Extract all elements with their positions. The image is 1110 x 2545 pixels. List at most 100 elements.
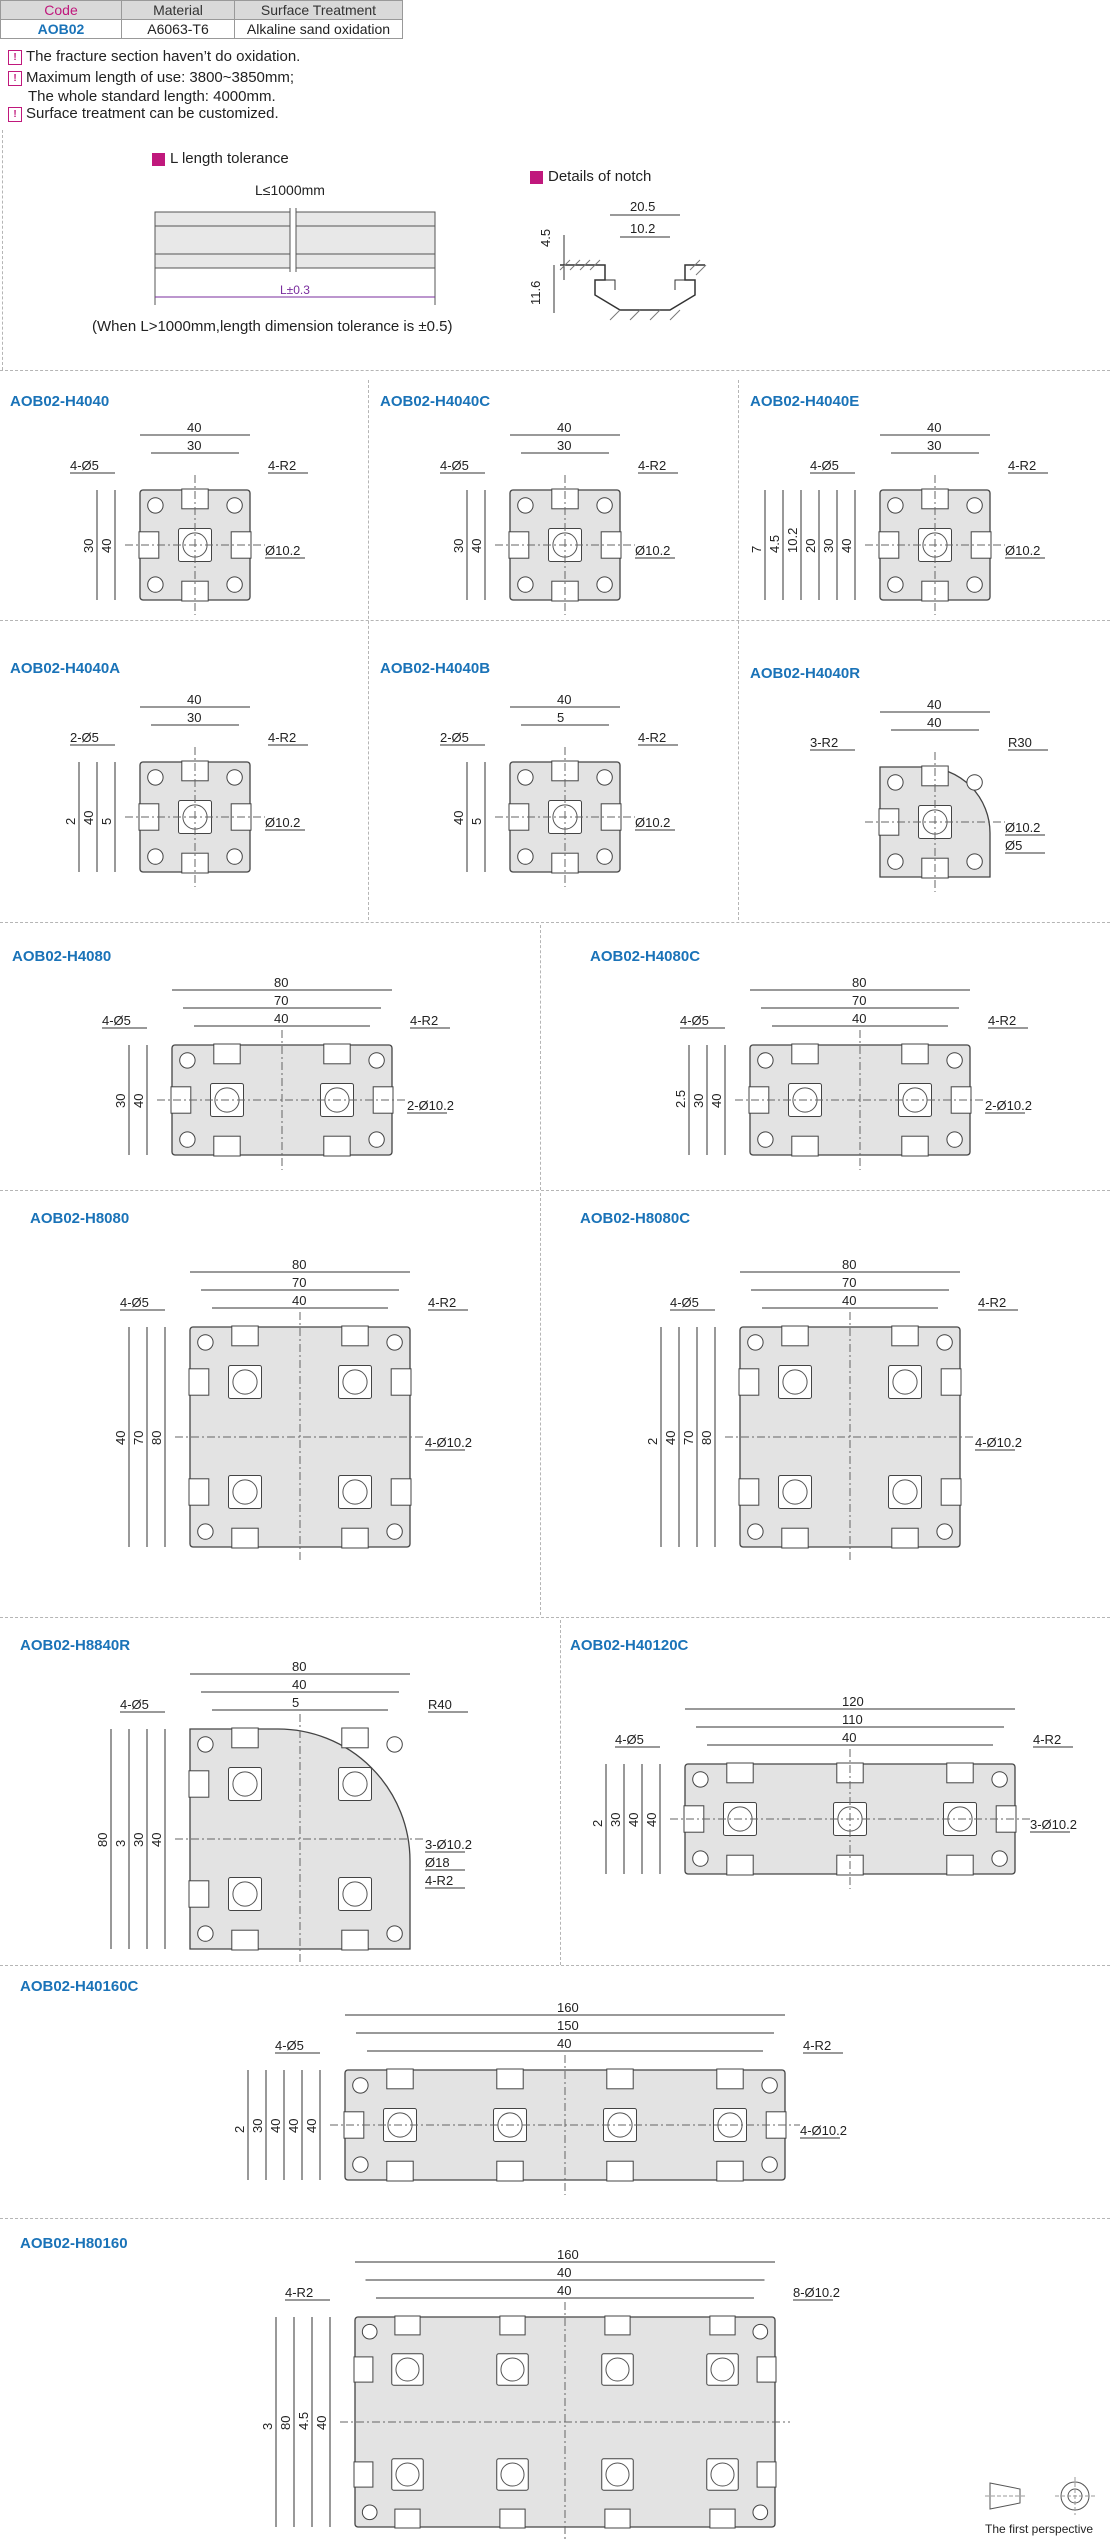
svg-text:3: 3 bbox=[260, 2423, 275, 2430]
svg-text:40: 40 bbox=[131, 1094, 146, 1108]
svg-text:40: 40 bbox=[314, 2416, 329, 2430]
svg-text:3-Ø10.2: 3-Ø10.2 bbox=[1030, 1817, 1077, 1832]
svg-text:4-R2: 4-R2 bbox=[268, 730, 296, 745]
svg-text:40: 40 bbox=[927, 715, 941, 730]
svg-text:30: 30 bbox=[131, 1833, 146, 1847]
profile-title: AOB02-H4040A bbox=[10, 660, 121, 677]
svg-text:30: 30 bbox=[821, 539, 836, 553]
spec-table: Code Material Surface Treatment AOB02 A6… bbox=[0, 0, 403, 39]
svg-text:40: 40 bbox=[557, 2265, 571, 2280]
svg-text:4-R2: 4-R2 bbox=[1033, 1732, 1061, 1747]
svg-text:80: 80 bbox=[274, 975, 288, 990]
svg-text:30: 30 bbox=[113, 1094, 128, 1108]
svg-text:11.6: 11.6 bbox=[528, 281, 543, 305]
svg-text:Ø10.2: Ø10.2 bbox=[265, 543, 300, 558]
svg-text:5: 5 bbox=[469, 818, 484, 825]
svg-text:70: 70 bbox=[274, 993, 288, 1008]
svg-text:40: 40 bbox=[113, 1431, 128, 1445]
svg-text:40: 40 bbox=[286, 2119, 301, 2133]
svg-text:80: 80 bbox=[278, 2416, 293, 2430]
svg-text:4-R2: 4-R2 bbox=[428, 1295, 456, 1310]
notch-drawing: 20.5 10.2 4.5 11.6 bbox=[528, 199, 707, 321]
svg-text:4-Ø5: 4-Ø5 bbox=[275, 2038, 304, 2053]
note-1: !The fracture section haven’t do oxidati… bbox=[8, 47, 300, 67]
svg-text:40: 40 bbox=[187, 692, 201, 707]
svg-text:4-R2: 4-R2 bbox=[425, 1873, 453, 1888]
perspective-symbol: The first perspective bbox=[985, 2475, 1095, 2536]
warning-icon: ! bbox=[8, 49, 22, 65]
svg-text:2: 2 bbox=[590, 1820, 605, 1827]
profile-title: AOB02-H40160C bbox=[20, 1978, 139, 1995]
profile-title: AOB02-H4040C bbox=[380, 393, 491, 410]
svg-text:70: 70 bbox=[292, 1275, 306, 1290]
profile-title: AOB02-H4080 bbox=[12, 948, 112, 965]
svg-text:40: 40 bbox=[292, 1293, 306, 1308]
profile-title: AOB02-H4040B bbox=[380, 660, 491, 677]
spec-header-surface: Surface Treatment bbox=[234, 0, 403, 20]
svg-text:4.5: 4.5 bbox=[296, 2412, 311, 2430]
svg-text:4-Ø10.2: 4-Ø10.2 bbox=[425, 1435, 472, 1450]
svg-text:4-Ø5: 4-Ø5 bbox=[70, 458, 99, 473]
svg-text:40: 40 bbox=[274, 1011, 288, 1026]
profile-title: AOB02-H4040R bbox=[750, 665, 861, 682]
svg-text:R30: R30 bbox=[1008, 735, 1032, 750]
svg-text:30: 30 bbox=[187, 710, 201, 725]
svg-text:70: 70 bbox=[852, 993, 866, 1008]
svg-text:4-Ø5: 4-Ø5 bbox=[120, 1697, 149, 1712]
svg-text:40: 40 bbox=[557, 692, 571, 707]
note-3: !Surface treatment can be customized. bbox=[8, 104, 279, 124]
svg-text:40: 40 bbox=[292, 1677, 306, 1692]
svg-text:L≤1000mm: L≤1000mm bbox=[255, 182, 325, 198]
svg-text:3: 3 bbox=[113, 1840, 128, 1847]
svg-text:2-Ø10.2: 2-Ø10.2 bbox=[407, 1098, 454, 1113]
svg-text:70: 70 bbox=[681, 1431, 696, 1445]
svg-text:4-Ø10.2: 4-Ø10.2 bbox=[800, 2123, 847, 2138]
svg-text:5: 5 bbox=[292, 1695, 299, 1710]
svg-text:20.5: 20.5 bbox=[630, 199, 655, 214]
svg-text:4.5: 4.5 bbox=[767, 535, 782, 553]
svg-text:4-R2: 4-R2 bbox=[1008, 458, 1036, 473]
svg-text:40: 40 bbox=[839, 539, 854, 553]
svg-text:30: 30 bbox=[451, 539, 466, 553]
svg-text:40: 40 bbox=[81, 811, 96, 825]
svg-text:2-Ø10.2: 2-Ø10.2 bbox=[985, 1098, 1032, 1113]
svg-text:2: 2 bbox=[645, 1438, 660, 1445]
svg-text:40: 40 bbox=[663, 1431, 678, 1445]
svg-text:4-Ø5: 4-Ø5 bbox=[680, 1013, 709, 1028]
tolerance-title: L length tolerance bbox=[152, 150, 289, 167]
profile-title: AOB02-H80160 bbox=[20, 2235, 128, 2252]
svg-text:4-Ø5: 4-Ø5 bbox=[440, 458, 469, 473]
svg-text:120: 120 bbox=[842, 1694, 864, 1709]
svg-text:40: 40 bbox=[268, 2119, 283, 2133]
spec-header-code: Code bbox=[0, 0, 122, 20]
svg-text:40: 40 bbox=[469, 539, 484, 553]
spec-header-material: Material bbox=[121, 0, 235, 20]
svg-text:Ø10.2: Ø10.2 bbox=[265, 815, 300, 830]
svg-text:5: 5 bbox=[557, 710, 564, 725]
svg-text:40: 40 bbox=[451, 811, 466, 825]
svg-text:4-Ø5: 4-Ø5 bbox=[615, 1732, 644, 1747]
svg-text:40: 40 bbox=[304, 2119, 319, 2133]
svg-text:2.5: 2.5 bbox=[673, 1090, 688, 1108]
svg-text:Ø5: Ø5 bbox=[1005, 838, 1022, 853]
svg-text:40: 40 bbox=[187, 420, 201, 435]
note-2: !Maximum length of use: 3800~3850mm; bbox=[8, 68, 294, 88]
svg-text:70: 70 bbox=[842, 1275, 856, 1290]
svg-text:30: 30 bbox=[250, 2119, 265, 2133]
svg-text:4-R2: 4-R2 bbox=[285, 2285, 313, 2300]
svg-text:40: 40 bbox=[709, 1094, 724, 1108]
svg-text:4-R2: 4-R2 bbox=[978, 1295, 1006, 1310]
svg-text:10.2: 10.2 bbox=[785, 528, 800, 553]
profile-title: AOB02-H4040 bbox=[10, 393, 110, 410]
svg-text:2-Ø5: 2-Ø5 bbox=[70, 730, 99, 745]
notch-title: Details of notch bbox=[530, 168, 651, 185]
tolerance-drawing: L≤1000mm L±0.3 bbox=[154, 182, 436, 305]
